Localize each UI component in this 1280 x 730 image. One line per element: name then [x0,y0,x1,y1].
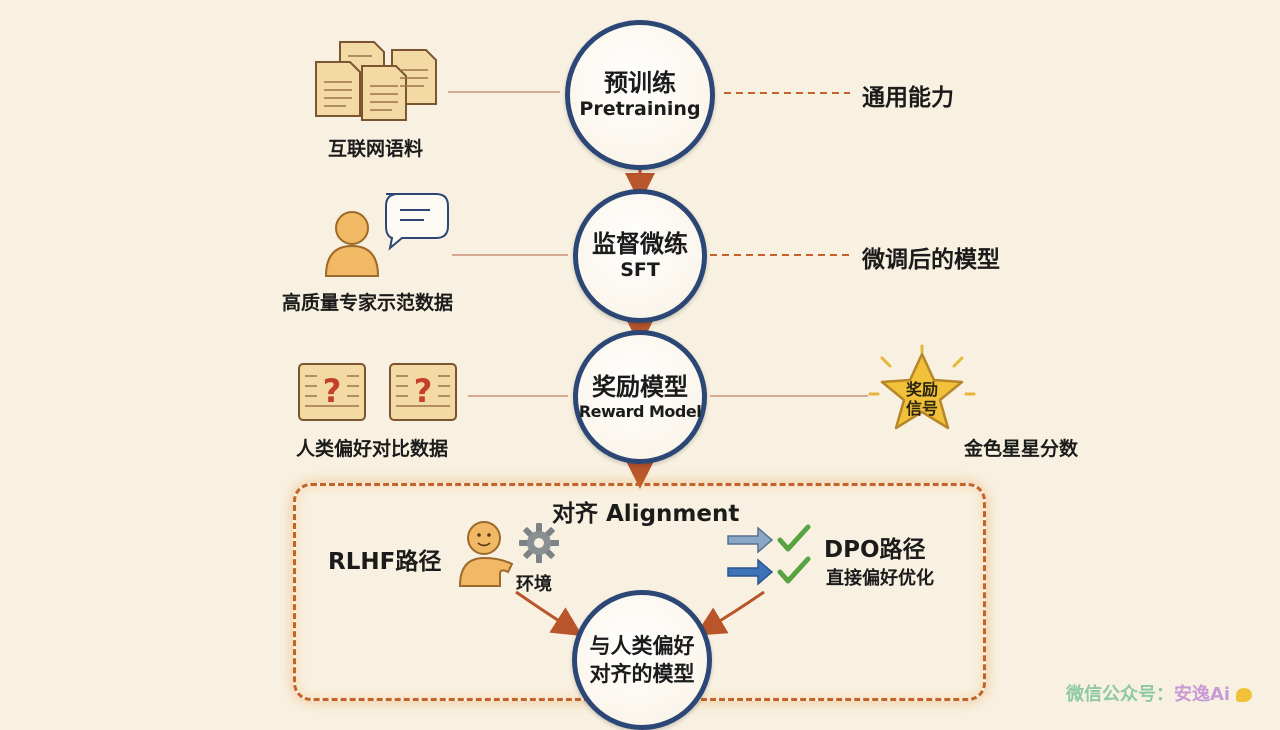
alignment-title: 对齐 Alignment [552,501,740,527]
pretrain-output-label: 通用能力 [862,85,954,111]
aligned-model-line1: 与人类偏好 [589,633,695,658]
star-text: 奖励信号 [905,380,938,418]
environment-label: 环境 [516,574,552,595]
bird-icon [1236,688,1253,702]
question-card-icon: ? [388,362,458,426]
sft-stage-node: 监督微练 SFT [573,189,707,323]
gear-icon [518,522,560,568]
reward-output-label: 金色星星分数 [964,438,1079,460]
sft-output-label: 微调后的模型 [862,247,1000,273]
dpo-path-label: DPO路径 [824,537,926,563]
gold-star-icon [866,344,978,448]
rlhf-to-result-arrow [515,590,583,637]
pretrain-stage-node: 预训练 Pretraining [565,20,715,170]
documents-icon [312,36,444,126]
pretrain-title-zh: 预训练 [604,69,676,98]
pretrain-title-en: Pretraining [579,98,701,121]
aligned-model-line2: 对齐的模型 [589,662,695,686]
reward-title-zh: 奖励模型 [592,373,688,401]
rlhf-path-label: RLHF路径 [328,549,442,575]
svg-text:?: ? [323,372,342,410]
dpo-to-result-arrow [695,590,765,636]
watermark: 微信公众号：安逸Ai [1066,680,1253,706]
agent-person-icon [456,520,518,592]
aligned-model-node: 与人类偏好 对齐的模型 [572,590,712,730]
dpo-arrows-checks-icon [726,522,816,594]
reward-stage-node: 奖励模型 Reward Model [573,330,707,464]
question-card-icon: ? [297,362,367,426]
watermark-brand: 安逸Ai [1174,684,1231,705]
sft-title-zh: 监督微练 [592,230,688,259]
expert-person-icon [320,190,450,284]
svg-text:?: ? [414,372,433,410]
reward-input-label: 人类偏好对比数据 [296,438,449,460]
dpo-subtitle: 直接偏好优化 [826,568,934,589]
sft-title-en: SFT [620,259,660,282]
reward-title-en: Reward Model [578,402,702,421]
sft-input-label: 高质量专家示范数据 [282,292,454,314]
pretrain-input-label: 互联网语料 [328,138,424,160]
watermark-prefix: 微信公众号： [1066,684,1174,705]
